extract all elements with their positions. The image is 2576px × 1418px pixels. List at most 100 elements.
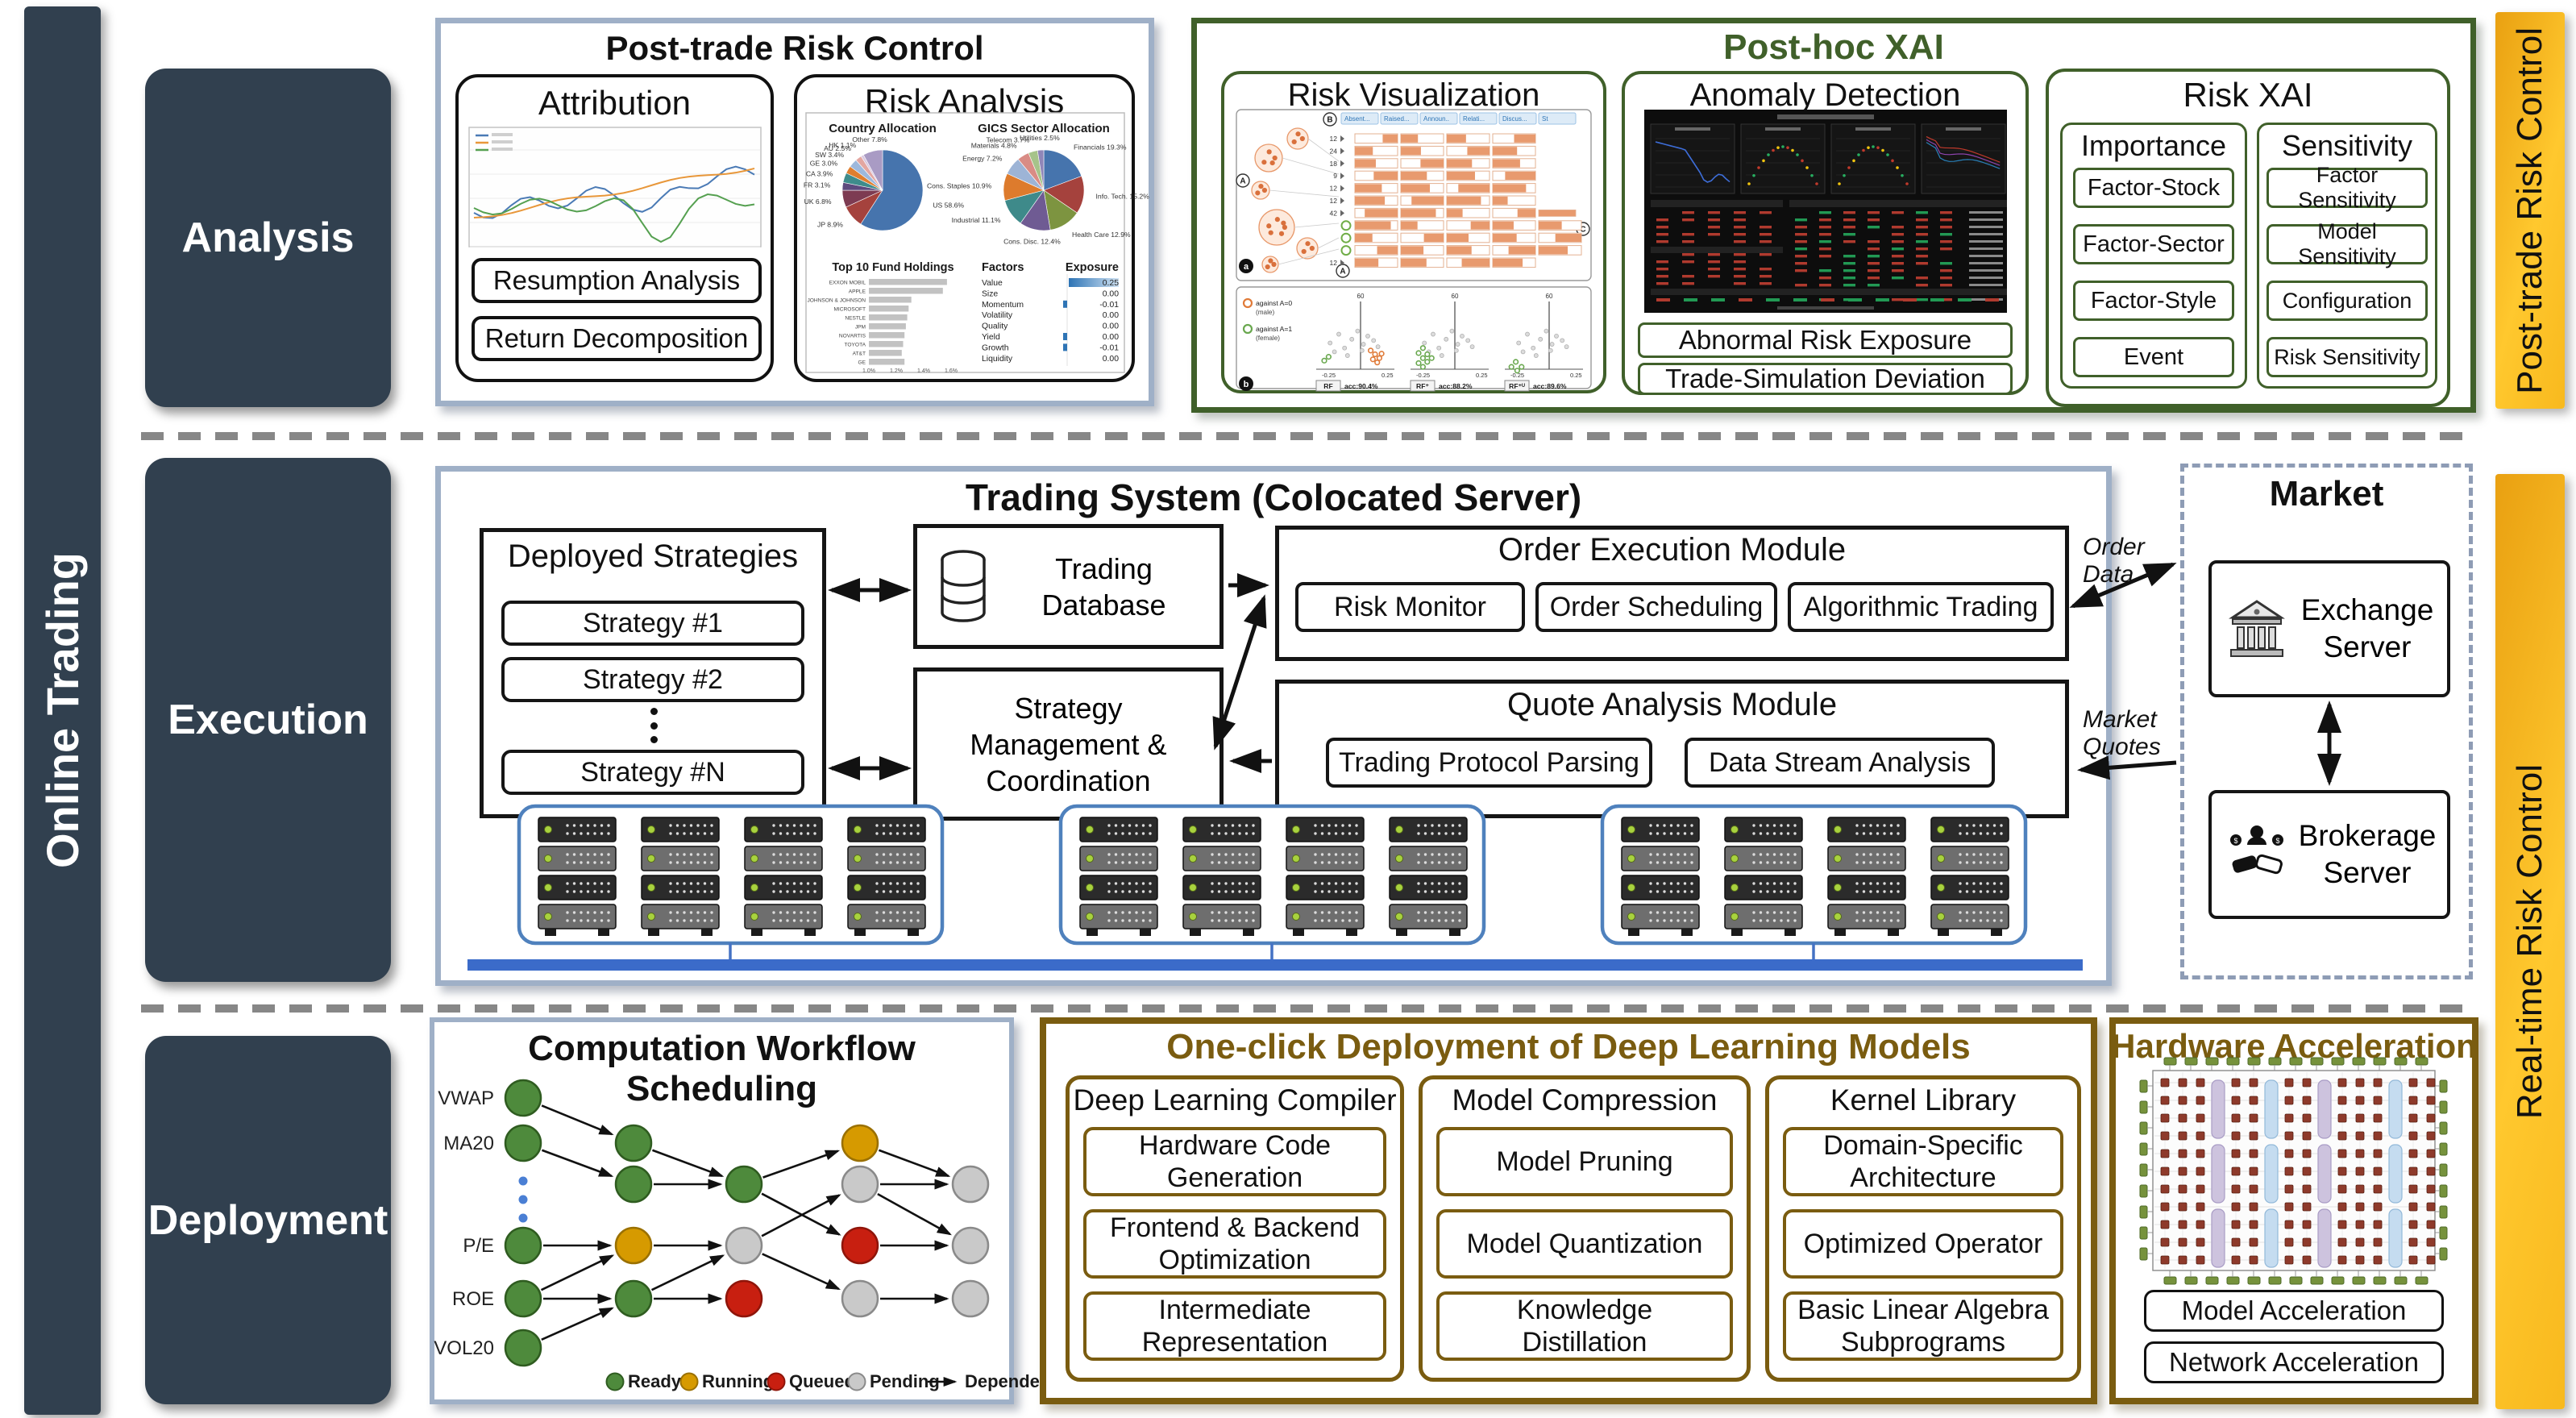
sensitivity-title: Sensitivity	[2281, 129, 2413, 162]
knowledge-distillation-item: Knowledge Distillation	[1436, 1291, 1733, 1361]
svg-text:GICS Sector Allocation: GICS Sector Allocation	[978, 122, 1110, 135]
svg-text:C: C	[1580, 226, 1585, 235]
row-label-deployment: Deployment	[145, 1036, 391, 1404]
server-racks	[467, 804, 2083, 971]
svg-text:Announ..: Announ..	[1423, 115, 1449, 123]
svg-text:Quality: Quality	[982, 322, 1008, 331]
order-execution-module-title: Order Execution Module	[1498, 532, 1847, 568]
svg-text:RF⁺ᵁ: RF⁺ᵁ	[1509, 382, 1525, 390]
network-acceleration-button: Network Acceleration	[2144, 1341, 2444, 1383]
model-pruning-item: Model Pruning	[1436, 1127, 1733, 1196]
svg-text:A: A	[1340, 268, 1345, 277]
order-scheduling-item: Order Scheduling	[1535, 582, 1777, 632]
strategy-1-item: Strategy #1	[501, 601, 804, 646]
svg-text:Industrial 11.1%: Industrial 11.1%	[952, 216, 1001, 224]
frontend-backend-optimization-item: Frontend & Backend Optimization	[1083, 1209, 1386, 1279]
quote-analysis-module-title: Quote Analysis Module	[1506, 687, 1838, 722]
row-label-analysis: Analysis	[145, 69, 391, 407]
model-quantization-item: Model Quantization	[1436, 1209, 1733, 1279]
svg-text:Cons. Disc. 12.4%: Cons. Disc. 12.4%	[1003, 237, 1061, 245]
svg-text:Financials 19.3%: Financials 19.3%	[1074, 143, 1127, 152]
svg-text:Size: Size	[982, 289, 998, 298]
svg-text:Info. Tech. 15.2%: Info. Tech. 15.2%	[1096, 193, 1150, 201]
svg-text:0.25: 0.25	[1381, 372, 1394, 379]
svg-text:-0.25: -0.25	[1416, 372, 1430, 379]
svg-text:Energy 7.2%: Energy 7.2%	[962, 154, 1003, 162]
svg-text:Discus...: Discus...	[1502, 115, 1527, 123]
svg-text:1.6%: 1.6%	[945, 368, 958, 374]
svg-text:Running: Running	[702, 1371, 774, 1391]
strategy-ellipsis	[642, 708, 666, 743]
row-separator-1	[141, 432, 2462, 440]
svg-text:$: $	[2275, 837, 2279, 845]
svg-text:FR 3.1%: FR 3.1%	[804, 181, 831, 189]
factor-stock-item: Factor-Stock	[2073, 168, 2234, 208]
svg-text:UK 6.8%: UK 6.8%	[804, 198, 832, 206]
trading-protocol-parsing-item: Trading Protocol Parsing	[1326, 738, 1652, 788]
svg-text:JPM: JPM	[855, 325, 866, 331]
svg-text:-0.01: -0.01	[1099, 343, 1119, 352]
handshake-icon: $ $	[2230, 825, 2283, 875]
trading-database-box: Trading Database	[913, 524, 1224, 649]
svg-text:against A=1: against A=1	[1256, 325, 1292, 333]
risk-sensitivity-item: Risk Sensitivity	[2266, 337, 2428, 377]
factor-sector-item: Factor-Sector	[2073, 224, 2234, 264]
svg-text:US 58.6%: US 58.6%	[933, 201, 964, 209]
post-hoc-xai-title: Post-hoc XAI	[1723, 27, 1944, 67]
svg-text:Value: Value	[982, 279, 1003, 288]
svg-text:acc:88.2%: acc:88.2%	[1439, 382, 1473, 390]
svg-text:12: 12	[1330, 135, 1338, 143]
post-trade-rail-label: Post-trade Risk Control	[2510, 27, 2549, 394]
svg-text:VOL20: VOL20	[434, 1337, 494, 1359]
svg-text:acc:90.4%: acc:90.4%	[1344, 382, 1378, 390]
factor-sensitivity-item: Factor Sensitivity	[2266, 163, 2428, 212]
svg-text:ROE: ROE	[452, 1288, 494, 1310]
svg-text:Exposure: Exposure	[1066, 261, 1119, 274]
svg-text:acc:89.6%: acc:89.6%	[1533, 382, 1567, 390]
svg-text:SW 3.4%: SW 3.4%	[815, 151, 844, 159]
svg-text:12: 12	[1330, 259, 1338, 267]
return-decomposition-button: Return Decomposition	[472, 316, 762, 361]
factor-style-item: Factor-Style	[2073, 281, 2234, 321]
risk-visualization-figure: BACAaAbsent...Raised...Announ..Relati...…	[1236, 109, 1592, 392]
svg-text:-0.01: -0.01	[1099, 301, 1119, 310]
domain-specific-architecture-item: Domain-Specific Architecture	[1783, 1127, 2063, 1196]
model-sensitivity-item: Model Sensitivity	[2266, 219, 2428, 268]
attribution-title: Attribution	[538, 84, 692, 122]
svg-text:-0.25: -0.25	[1322, 372, 1336, 379]
svg-text:Top 10 Fund Holdings: Top 10 Fund Holdings	[832, 261, 954, 274]
hardware-code-generation-item: Hardware Code Generation	[1083, 1127, 1386, 1196]
svg-text:9: 9	[1333, 172, 1337, 180]
svg-text:RF⁺: RF⁺	[1416, 382, 1429, 390]
strategy-management-label: Strategy Management & Coordination	[970, 691, 1167, 797]
svg-text:60: 60	[1357, 293, 1365, 300]
real-time-risk-control-rail: Real-time Risk Control	[2495, 474, 2565, 1409]
svg-text:1.4%: 1.4%	[917, 368, 930, 374]
trade-simulation-deviation-button: Trade-Simulation Deviation	[1638, 363, 2013, 395]
analysis-label: Analysis	[181, 214, 355, 261]
one-click-deployment-title: One-click Deployment of Deep Learning Mo…	[1166, 1027, 1971, 1067]
svg-text:(male): (male)	[1256, 309, 1274, 316]
kernel-library-title: Kernel Library	[1830, 1083, 2017, 1117]
svg-text:0.00: 0.00	[1103, 333, 1119, 342]
risk-monitor-item: Risk Monitor	[1295, 582, 1525, 632]
svg-text:GE 3.0%: GE 3.0%	[810, 160, 838, 168]
trading-database-label: Trading Database	[1041, 551, 1166, 622]
brokerage-server-box: $ $ Brokerage Server	[2208, 790, 2450, 919]
attribution-chart	[468, 127, 762, 247]
fpga-chip-figure	[2139, 1057, 2448, 1285]
svg-text:-0.25: -0.25	[1510, 372, 1524, 379]
execution-label: Execution	[168, 697, 368, 743]
database-icon	[941, 549, 986, 622]
online-trading-rail: Online Trading	[24, 6, 101, 1415]
market-quotes-label: Market Quotes	[2083, 706, 2161, 760]
svg-text:0.00: 0.00	[1103, 322, 1119, 331]
svg-text:VWAP: VWAP	[438, 1087, 494, 1109]
svg-text:RF: RF	[1323, 382, 1332, 390]
row-label-execution: Execution	[145, 458, 391, 982]
resumption-analysis-button: Resumption Analysis	[472, 258, 762, 303]
svg-text:0.00: 0.00	[1103, 289, 1119, 298]
svg-text:Utilities 2.5%: Utilities 2.5%	[1020, 134, 1060, 142]
